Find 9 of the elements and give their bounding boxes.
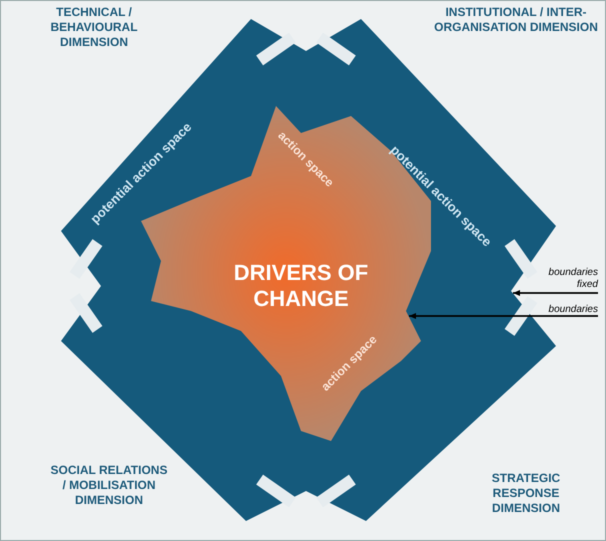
leader-line (513, 290, 598, 296)
dimension-label: INSTITUTIONAL / INTER-ORGANISATION DIMENSION (433, 5, 599, 35)
dimension-label: TECHNICAL / BEHAVIOURAL DIMENSION (49, 5, 139, 50)
leader-line (409, 313, 598, 319)
dimension-label: STRATEGIC RESPONSE DIMENSION (490, 471, 562, 516)
annotation-text: boundaries (516, 304, 598, 316)
title-text: DRIVERS OF CHANGE (232, 260, 370, 312)
annotation-text: boundaries fixed (531, 267, 598, 293)
dimension-label: SOCIAL RELATIONS / MOBILISATION DIMENSION (50, 463, 168, 508)
